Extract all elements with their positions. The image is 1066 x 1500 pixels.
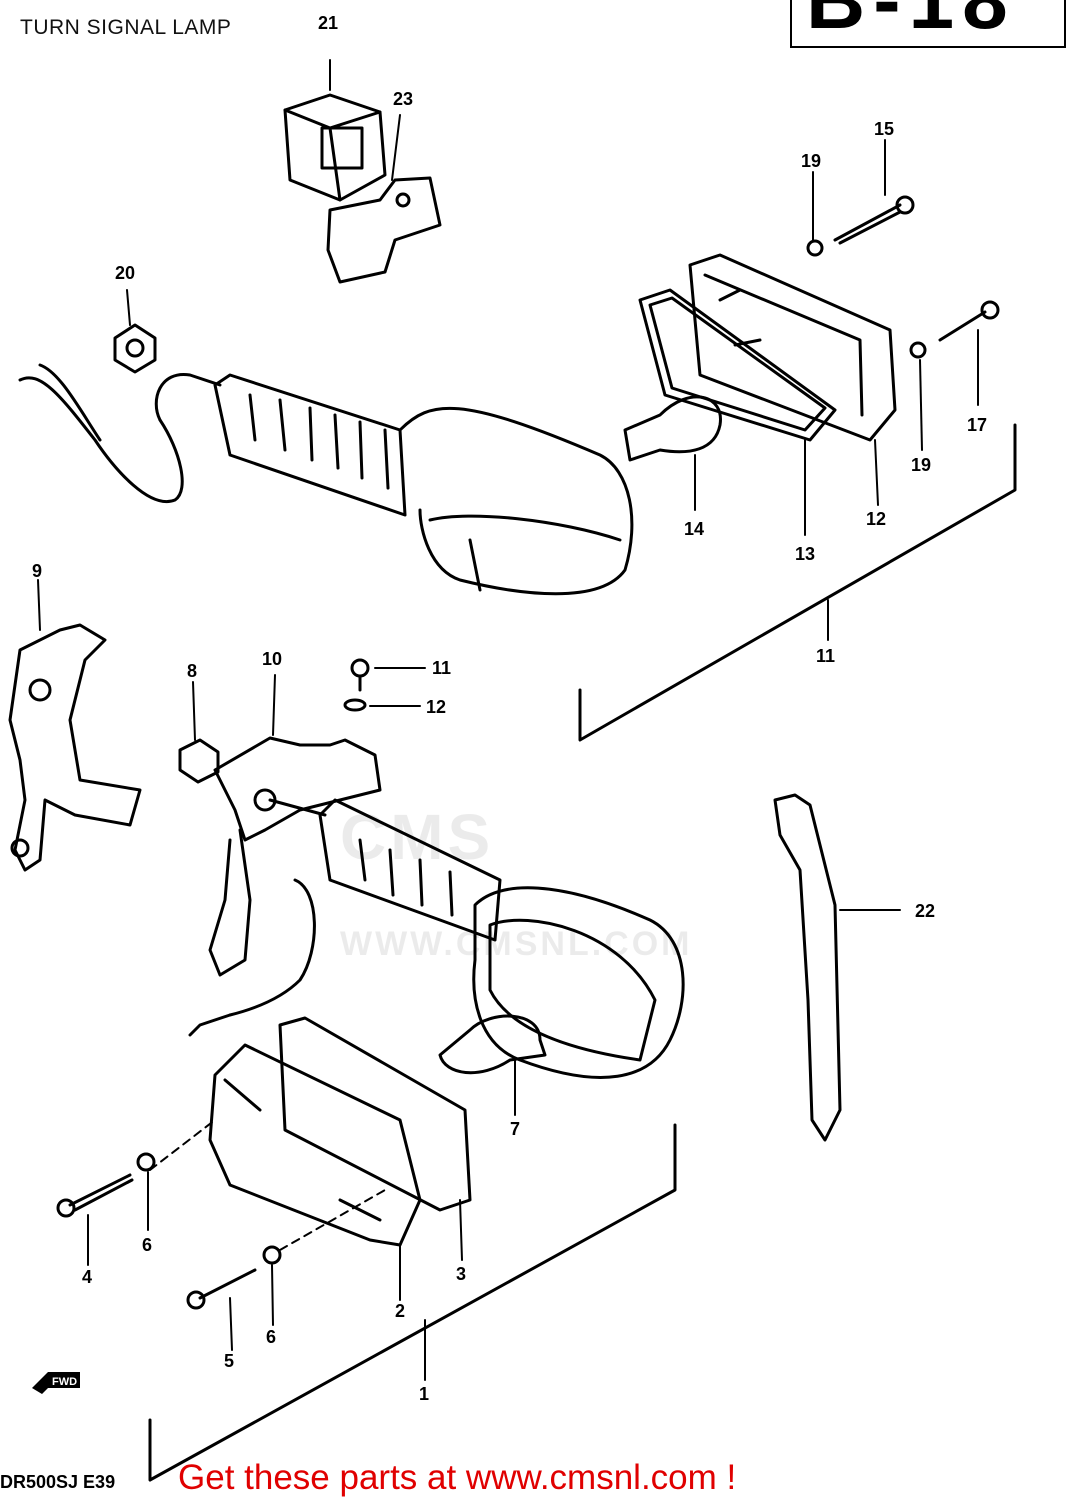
callout-11: 11 <box>432 658 452 678</box>
callout-10: 10 <box>262 649 283 669</box>
part-9-bracket <box>8 579 142 872</box>
watermark-url: WWW.CMSNL.COM <box>340 925 693 963</box>
callout-3: 3 <box>456 1264 467 1284</box>
parts-link[interactable]: Get these parts at www.cmsnl.com ! <box>178 1458 737 1497</box>
forward-direction-arrow-icon: FWD <box>32 1372 80 1394</box>
lower-turn-signal-assembly <box>188 798 685 1079</box>
callout-7: 7 <box>510 1119 521 1139</box>
callout-6-right: 6 <box>266 1327 277 1347</box>
figure-reference: B-18 <box>806 0 1016 46</box>
callout-19-lower: 19 <box>911 455 932 475</box>
callout-21: 22 <box>915 901 936 921</box>
callout-18: 17 <box>967 415 988 435</box>
callout-15: 13 <box>795 544 816 564</box>
part-21-wiring-clip <box>773 793 901 1142</box>
callout-6-left: 6 <box>142 1235 153 1255</box>
parts-4-5-6-screws-washers <box>56 1119 386 1351</box>
callout-20: 20 <box>115 263 136 283</box>
page-title: TURN SIGNAL LAMP <box>20 16 232 39</box>
callout-13: 11 <box>816 646 836 666</box>
upper-turn-signal-assembly <box>18 363 634 596</box>
part-15-gasket <box>638 288 837 536</box>
callout-9: 9 <box>32 561 43 581</box>
part-8-nut <box>178 681 220 784</box>
callout-22: 21 <box>318 13 339 33</box>
part-16-bulb <box>623 395 722 511</box>
part-7-bulb <box>438 1014 547 1116</box>
part-3-gasket <box>278 1016 472 1261</box>
figure-reference-box: B-18 <box>790 0 1066 48</box>
model-code: DR500SJ E39 <box>0 1472 116 1492</box>
parts-17-18-19-screws-washers <box>806 139 1000 451</box>
callout-16: 14 <box>684 519 705 539</box>
callout-12: 12 <box>426 697 447 717</box>
part-22-relay <box>283 59 387 202</box>
part-14-lens <box>688 253 897 506</box>
callout-5: 5 <box>224 1351 235 1371</box>
callout-8: 8 <box>187 661 198 681</box>
callout-4: 4 <box>82 1267 93 1287</box>
callout-2: 2 <box>395 1301 406 1321</box>
callout-19-upper: 19 <box>801 151 822 171</box>
part-10-bracket <box>208 674 382 977</box>
part-1-group-line <box>148 1123 677 1482</box>
callout-17: 15 <box>874 119 895 139</box>
callout-23: 23 <box>393 89 414 109</box>
part-23-bracket <box>326 114 442 284</box>
forward-direction-label: FWD <box>52 1376 77 1388</box>
callout-14: 12 <box>866 509 887 529</box>
parts-11-12-screw-washer <box>343 658 426 712</box>
part-20-nut <box>113 289 157 374</box>
callout-1: 1 <box>419 1384 430 1404</box>
part-13-group-line <box>578 423 1017 742</box>
part-2-lens <box>208 1043 422 1301</box>
